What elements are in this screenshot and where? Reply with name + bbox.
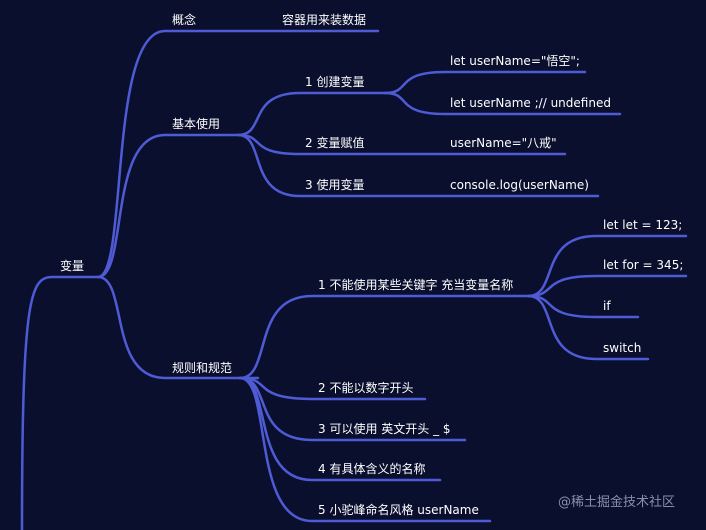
rule-item-keywords: 1 不能使用某些关键字 充当变量名称 [318, 278, 514, 292]
edge-basic-assign [236, 133, 567, 156]
basic-item-assign: 2 变量赋值 [305, 136, 365, 150]
rule-item-start-chars: 3 可以使用 英文开头 _ $ [318, 422, 451, 436]
basic-item-create: 1 创建变量 [305, 75, 365, 89]
edge-basic-create [236, 91, 387, 137]
edge-rules-no-digit [238, 376, 427, 401]
edge-basic-use [236, 133, 600, 198]
edge-keyword-let [526, 234, 688, 298]
edge-root-rules [96, 275, 260, 380]
edge-rules-keywords [238, 294, 530, 380]
rule-item-no-digit-start: 2 不能以数字开头 [318, 381, 414, 395]
basic-usage-node: 基本使用 [172, 117, 221, 131]
rule-item-camel-case: 5 小驼峰命名风格 userName [318, 503, 479, 517]
edge-create-example-1 [383, 70, 587, 95]
watermark: @稀土掘金技术社区 [558, 495, 676, 510]
edge-keyword-if [526, 294, 640, 319]
assign-example: userName="八戒" [450, 136, 557, 150]
edge-root-concept [96, 29, 380, 279]
edge-create-example-2 [383, 91, 622, 116]
rules-node: 规则和规范 [172, 361, 233, 375]
edge-keyword-switch [526, 294, 650, 361]
use-example: console.log(userName) [450, 178, 589, 192]
keyword-example-switch: switch [603, 341, 642, 355]
root-node: 变量 [60, 259, 85, 273]
edge-root-basic [96, 133, 240, 279]
create-example-1: let userName="悟空"; [450, 54, 580, 68]
keyword-example-let: let let = 123; [603, 218, 683, 232]
concept-node: 概念 [172, 13, 197, 27]
edge-rules-camel [238, 376, 492, 523]
concept-value-node: 容器用来装数据 [282, 13, 367, 27]
create-example-2: let userName ;// undefined [450, 96, 611, 110]
root-underline-line [20, 275, 100, 530]
rule-item-meaningful-name: 4 有具体含义的名称 [318, 462, 426, 476]
keyword-example-if: if [603, 299, 611, 313]
basic-item-use: 3 使用变量 [305, 178, 365, 192]
keyword-example-for: let for = 345; [603, 258, 684, 272]
edge-keyword-for [526, 274, 688, 298]
